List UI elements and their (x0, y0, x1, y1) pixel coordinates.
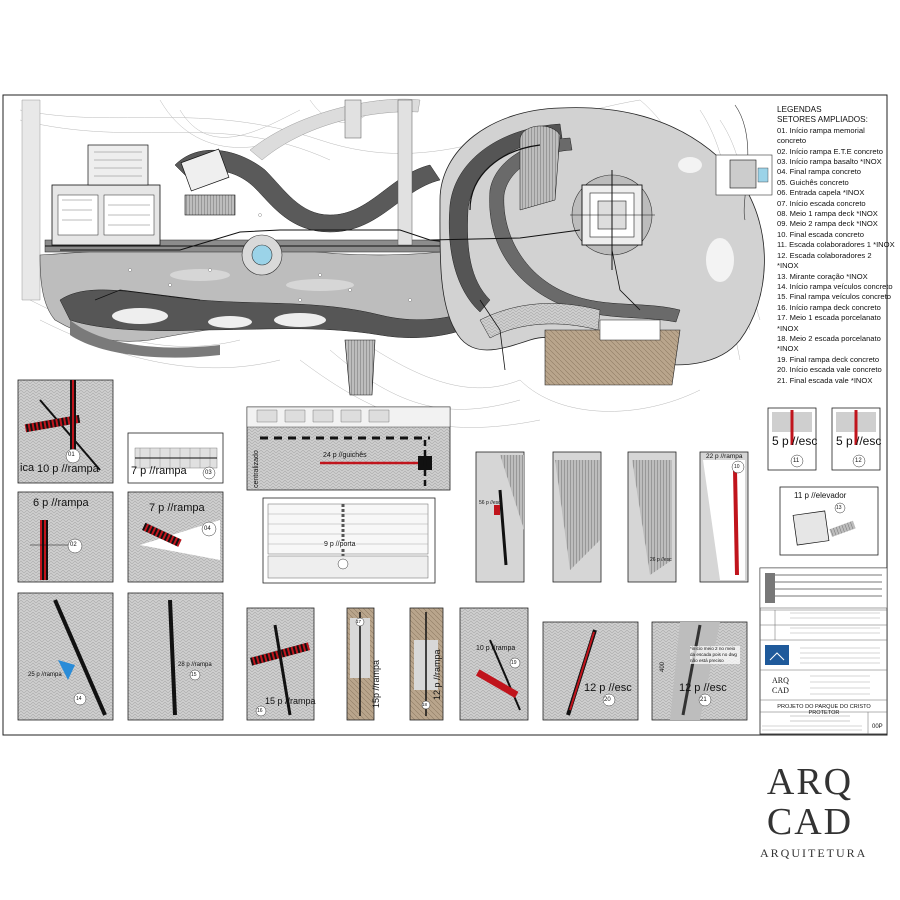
detail-13 (779, 486, 879, 556)
detail-10-label: 22 p //rampa (706, 453, 743, 460)
detail-06 (262, 497, 436, 584)
legend-item: 14. Início rampa veículos concreto (777, 281, 893, 291)
detail-16-num: 16 (257, 708, 263, 714)
detail-20-num: 20 (604, 697, 611, 703)
detail-11 (767, 407, 817, 471)
detail-05-label: 24 p //guichês (323, 452, 367, 459)
legend-item: 15. Final rampa veículos concreto (777, 292, 891, 302)
titleblock-sheet-number: 00P (872, 724, 883, 730)
brand-line-1: ARQ (766, 761, 854, 803)
legend-item: 16. Início rampa deck concreto (777, 302, 881, 312)
detail-04-num: 04 (204, 526, 211, 532)
detail-08 (552, 451, 602, 583)
detail-12-num: 12 (855, 458, 862, 464)
detail-07-label: 56 p //esc (479, 500, 501, 506)
detail-17-num: 17 (356, 619, 362, 624)
site-plan-east (429, 107, 765, 386)
legend-item: 21. Final escada vale *INOX (777, 375, 873, 385)
detail-16 (246, 607, 315, 721)
detail-03-num: 03 (205, 470, 212, 476)
detail-01 (17, 379, 114, 484)
brand-logo: ARQ CAD ARQUITETURA (760, 761, 868, 861)
detail-19 (459, 607, 529, 721)
detail-15-label: 28 p //rampa (178, 662, 212, 668)
legend: LEGENDAS SETORES AMPLIADOS: 01. Início r… (777, 105, 895, 386)
legend-item: 11. Escada colaboradores 1 *INOX (777, 240, 895, 250)
legend-subtitle: SETORES AMPLIADOS: (777, 115, 868, 125)
detail-14 (17, 592, 114, 721)
detail-02-num: 02 (70, 542, 77, 548)
detail-21-label: 12 p //esc (679, 682, 727, 694)
site-plan-west (21, 98, 487, 396)
legend-item: 06. Entrada capela *INOX (777, 188, 865, 198)
detail-13-num: 13 (836, 505, 842, 511)
detail-18-label: 12 p //rampa (432, 649, 442, 700)
legend-item: 07. Início escada concreto (777, 198, 866, 208)
brand-line-2: CAD (766, 801, 854, 843)
legend-item: 08. Meio 1 rampa deck *INOX (777, 209, 878, 219)
title-block (759, 567, 888, 735)
legend-item: 03. Início rampa basalto *INOX (777, 157, 882, 167)
titleblock-logo-arq: ARQ (772, 676, 789, 685)
detail-05-side: centralizado (253, 450, 260, 488)
detail-06-label: 9 p //porta (324, 541, 356, 548)
detail-15-num: 15 (191, 672, 197, 678)
detail-17 (346, 607, 375, 721)
legend-item: 12. Escada colaboradores 2 *INOX (777, 250, 872, 271)
detail-14-num: 14 (76, 696, 82, 702)
detail-10 (699, 451, 749, 583)
detail-15 (127, 592, 224, 721)
detail-09-label: 26 p //esc (650, 557, 672, 563)
detail-21-num: 21 (700, 697, 707, 703)
detail-12 (831, 407, 881, 471)
detail-01-num: 01 (68, 452, 75, 458)
detail-07 (475, 451, 525, 583)
legend-item: 10. Final escada concreto (777, 229, 864, 239)
detail-20-label: 12 p //esc (584, 682, 632, 694)
detail-03 (127, 432, 224, 484)
detail-13-label: 11 p //elevador (794, 491, 847, 500)
small-building-east (715, 104, 773, 221)
detail-02-label: 6 p //rampa (33, 497, 89, 509)
legend-item: 20. Início escada vale concreto (777, 365, 882, 375)
detail-03-label: 7 p //rampa (131, 465, 187, 477)
detail-18-num: 18 (422, 702, 428, 707)
detail-05 (246, 406, 451, 491)
detail-21-note: *início meio 2 no meio da escada pois no… (690, 646, 740, 664)
detail-19-label: 10 p //rampa (476, 645, 516, 652)
detail-14-label: 25 p //rampa (28, 672, 62, 678)
detail-20 (542, 621, 639, 721)
legend-title: LEGENDAS (777, 105, 822, 114)
detail-04-label: 7 p //rampa (149, 502, 205, 514)
detail-10-num: 10 (734, 464, 740, 470)
legend-item: 01. Início rampa memorial concreto (777, 125, 865, 146)
legend-item: 13. Mirante coração *INOX (777, 271, 868, 281)
legend-item: 04. Final rampa concreto (777, 167, 861, 177)
brand-line-3: ARQUITETURA (760, 846, 868, 860)
detail-19-num: 19 (511, 660, 517, 666)
detail-11-label: 5 p //esc (772, 434, 818, 448)
detail-02 (17, 491, 114, 583)
detail-11-num: 11 (793, 458, 800, 464)
titleblock-logo-cad: CAD (772, 686, 789, 695)
legend-item: 18. Meio 2 escada porcelanato *INOX (777, 333, 881, 354)
detail-04 (127, 491, 224, 583)
detail-17-label: 15p //rampa (371, 659, 381, 708)
legend-item: 05. Guichês concreto (777, 177, 849, 187)
detail-01-edge: ica (20, 462, 35, 474)
detail-01-label: 10 p //rampa (37, 463, 99, 475)
detail-18 (409, 607, 444, 721)
legend-item: 02. Início rampa E.T.E concreto (777, 146, 883, 156)
detail-16-label: 15 p //rampa (265, 696, 316, 706)
legend-item: 09. Meio 2 rampa deck *INOX (777, 219, 878, 229)
legend-item: 17. Meio 1 escada porcelanato *INOX (777, 313, 881, 333)
detail-12-label: 5 p //esc (836, 434, 882, 448)
detail-21 (651, 621, 748, 721)
titleblock-project-title: PROJETO DO PARQUE DO CRISTO PROTETOR (777, 704, 871, 716)
legend-item: 19. Final rampa deck concreto (777, 354, 880, 364)
detail-09 (627, 451, 677, 583)
detail-21-dim: 400 (660, 661, 666, 672)
